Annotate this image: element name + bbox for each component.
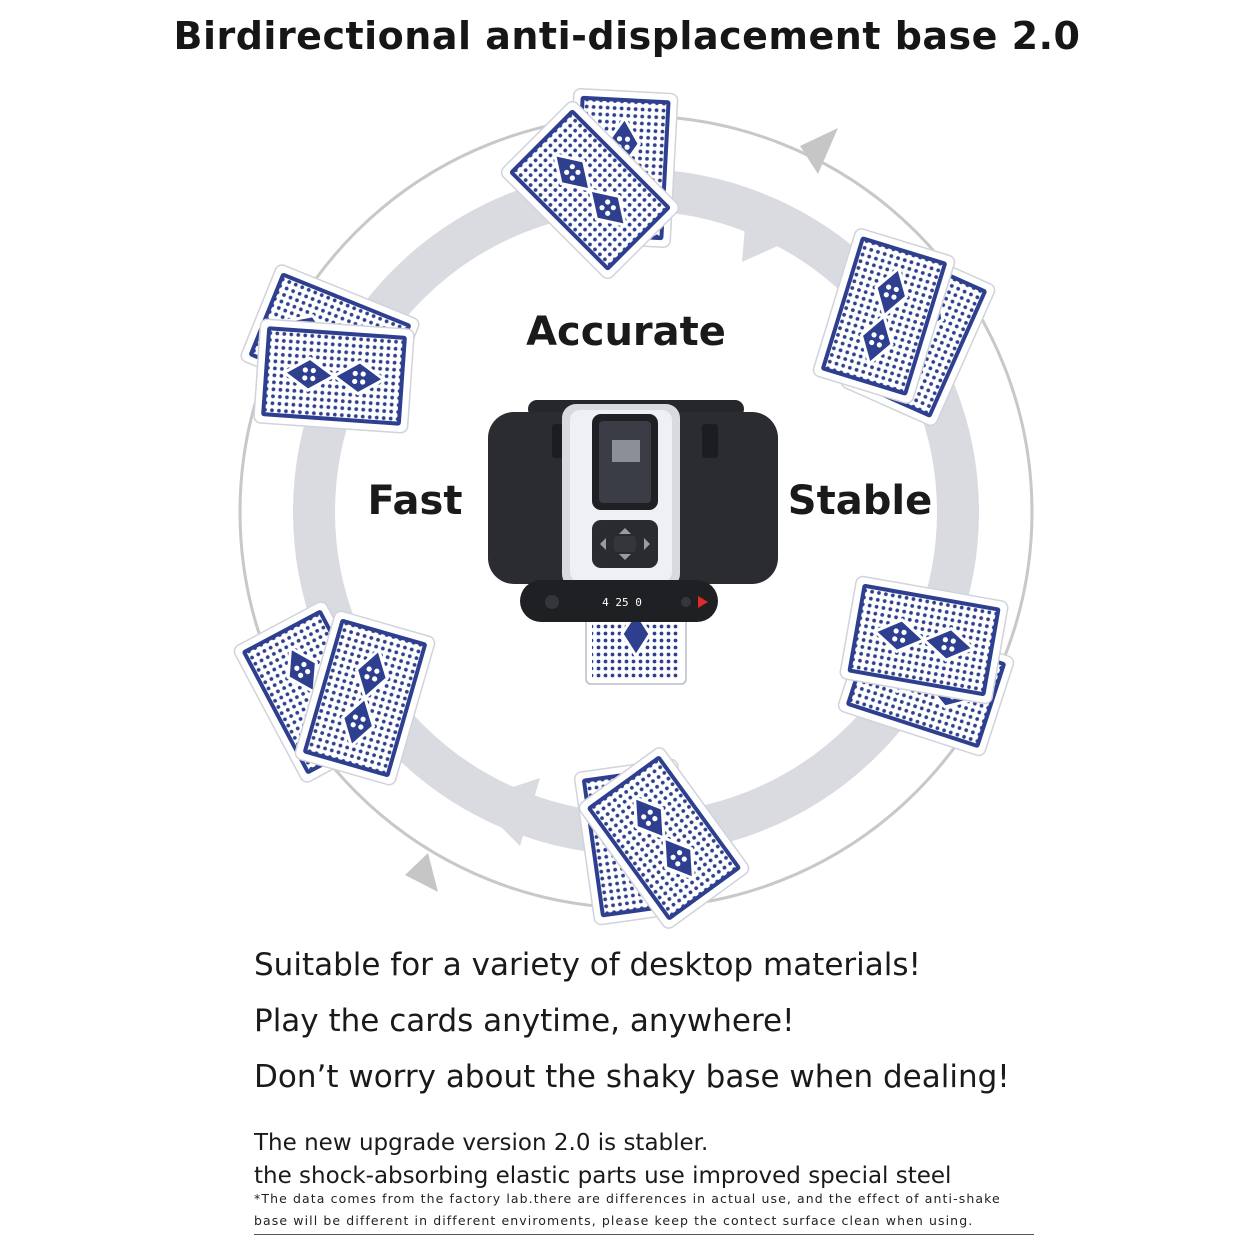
- play-icon: [698, 596, 708, 608]
- ring-arrow-bottom-left-icon: [405, 853, 438, 892]
- headline-line: Don’t worry about the shaky base when de…: [254, 1059, 1010, 1095]
- feature-accurate: Accurate: [526, 309, 726, 355]
- keypad-right-icon: [644, 538, 650, 550]
- band-arrow-bottom-left: [474, 778, 540, 846]
- headline-line: Play the cards anytime, anywhere!: [254, 1003, 795, 1039]
- card-pair-top: [497, 86, 683, 283]
- ring-arrow-top-right-icon: [800, 128, 838, 174]
- headline-line: Suitable for a variety of desktop materi…: [254, 947, 921, 983]
- footnote-line: base will be different in different envi…: [254, 1213, 974, 1228]
- feature-fast: Fast: [368, 478, 463, 524]
- device-base: [520, 580, 718, 622]
- card-pair-bottom: [572, 743, 753, 933]
- device-keypad: [592, 520, 658, 568]
- page-title: Birdirectional anti-displacement base 2.…: [173, 14, 1081, 58]
- band-arrow-top-right: [742, 190, 800, 262]
- keypad-up-icon: [619, 528, 631, 534]
- sub-line: The new upgrade version 2.0 is stabler.: [254, 1130, 709, 1156]
- keypad-left-icon: [600, 538, 606, 550]
- keypad-down-icon: [619, 554, 631, 560]
- sub-line: the shock-absorbing elastic parts use im…: [254, 1163, 952, 1189]
- card-dealer-device: 4 25 0: [488, 400, 778, 685]
- description-block: Suitable for a variety of desktop materi…: [254, 940, 1234, 1194]
- device-display-readout: 4 25 0: [602, 596, 642, 609]
- feature-stable: Stable: [788, 478, 932, 524]
- footnote-line: *The data comes from the factory lab.the…: [254, 1191, 1001, 1206]
- footnote: *The data comes from the factory lab.the…: [254, 1188, 1034, 1235]
